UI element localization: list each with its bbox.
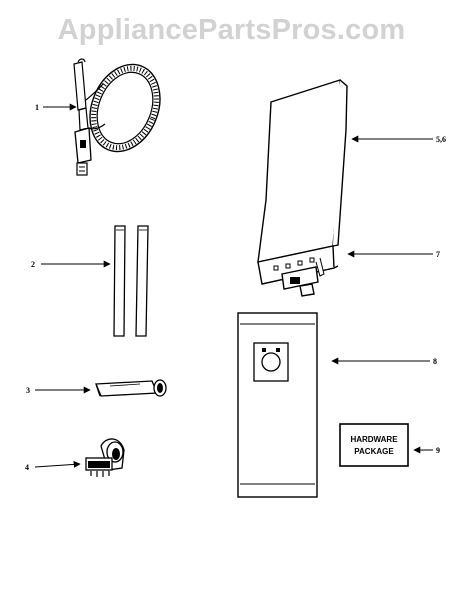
outer-bag-part bbox=[257, 79, 348, 297]
callout-5-6: 5,6 bbox=[436, 135, 446, 144]
hose-part bbox=[73, 58, 161, 176]
hardware-line-2: PACKAGE bbox=[354, 447, 394, 456]
callout-9: 9 bbox=[436, 446, 440, 455]
callout-2: 2 bbox=[31, 260, 35, 269]
callout-1: 1 bbox=[35, 103, 39, 112]
leader-4 bbox=[34, 460, 81, 468]
wand-part bbox=[113, 225, 149, 337]
dusting-brush-part bbox=[85, 438, 125, 477]
watermark: AppliancePartsPros.com bbox=[57, 14, 406, 46]
callout-4: 4 bbox=[25, 463, 29, 472]
hardware-line-1: HARDWARE bbox=[350, 435, 398, 444]
callout-7: 7 bbox=[436, 250, 440, 259]
paper-bag-part bbox=[237, 312, 318, 498]
crevice-tool-part bbox=[95, 379, 167, 397]
hardware-package-box: HARDWARE PACKAGE bbox=[339, 423, 409, 467]
callout-8: 8 bbox=[433, 357, 437, 366]
callout-3: 3 bbox=[26, 386, 30, 395]
